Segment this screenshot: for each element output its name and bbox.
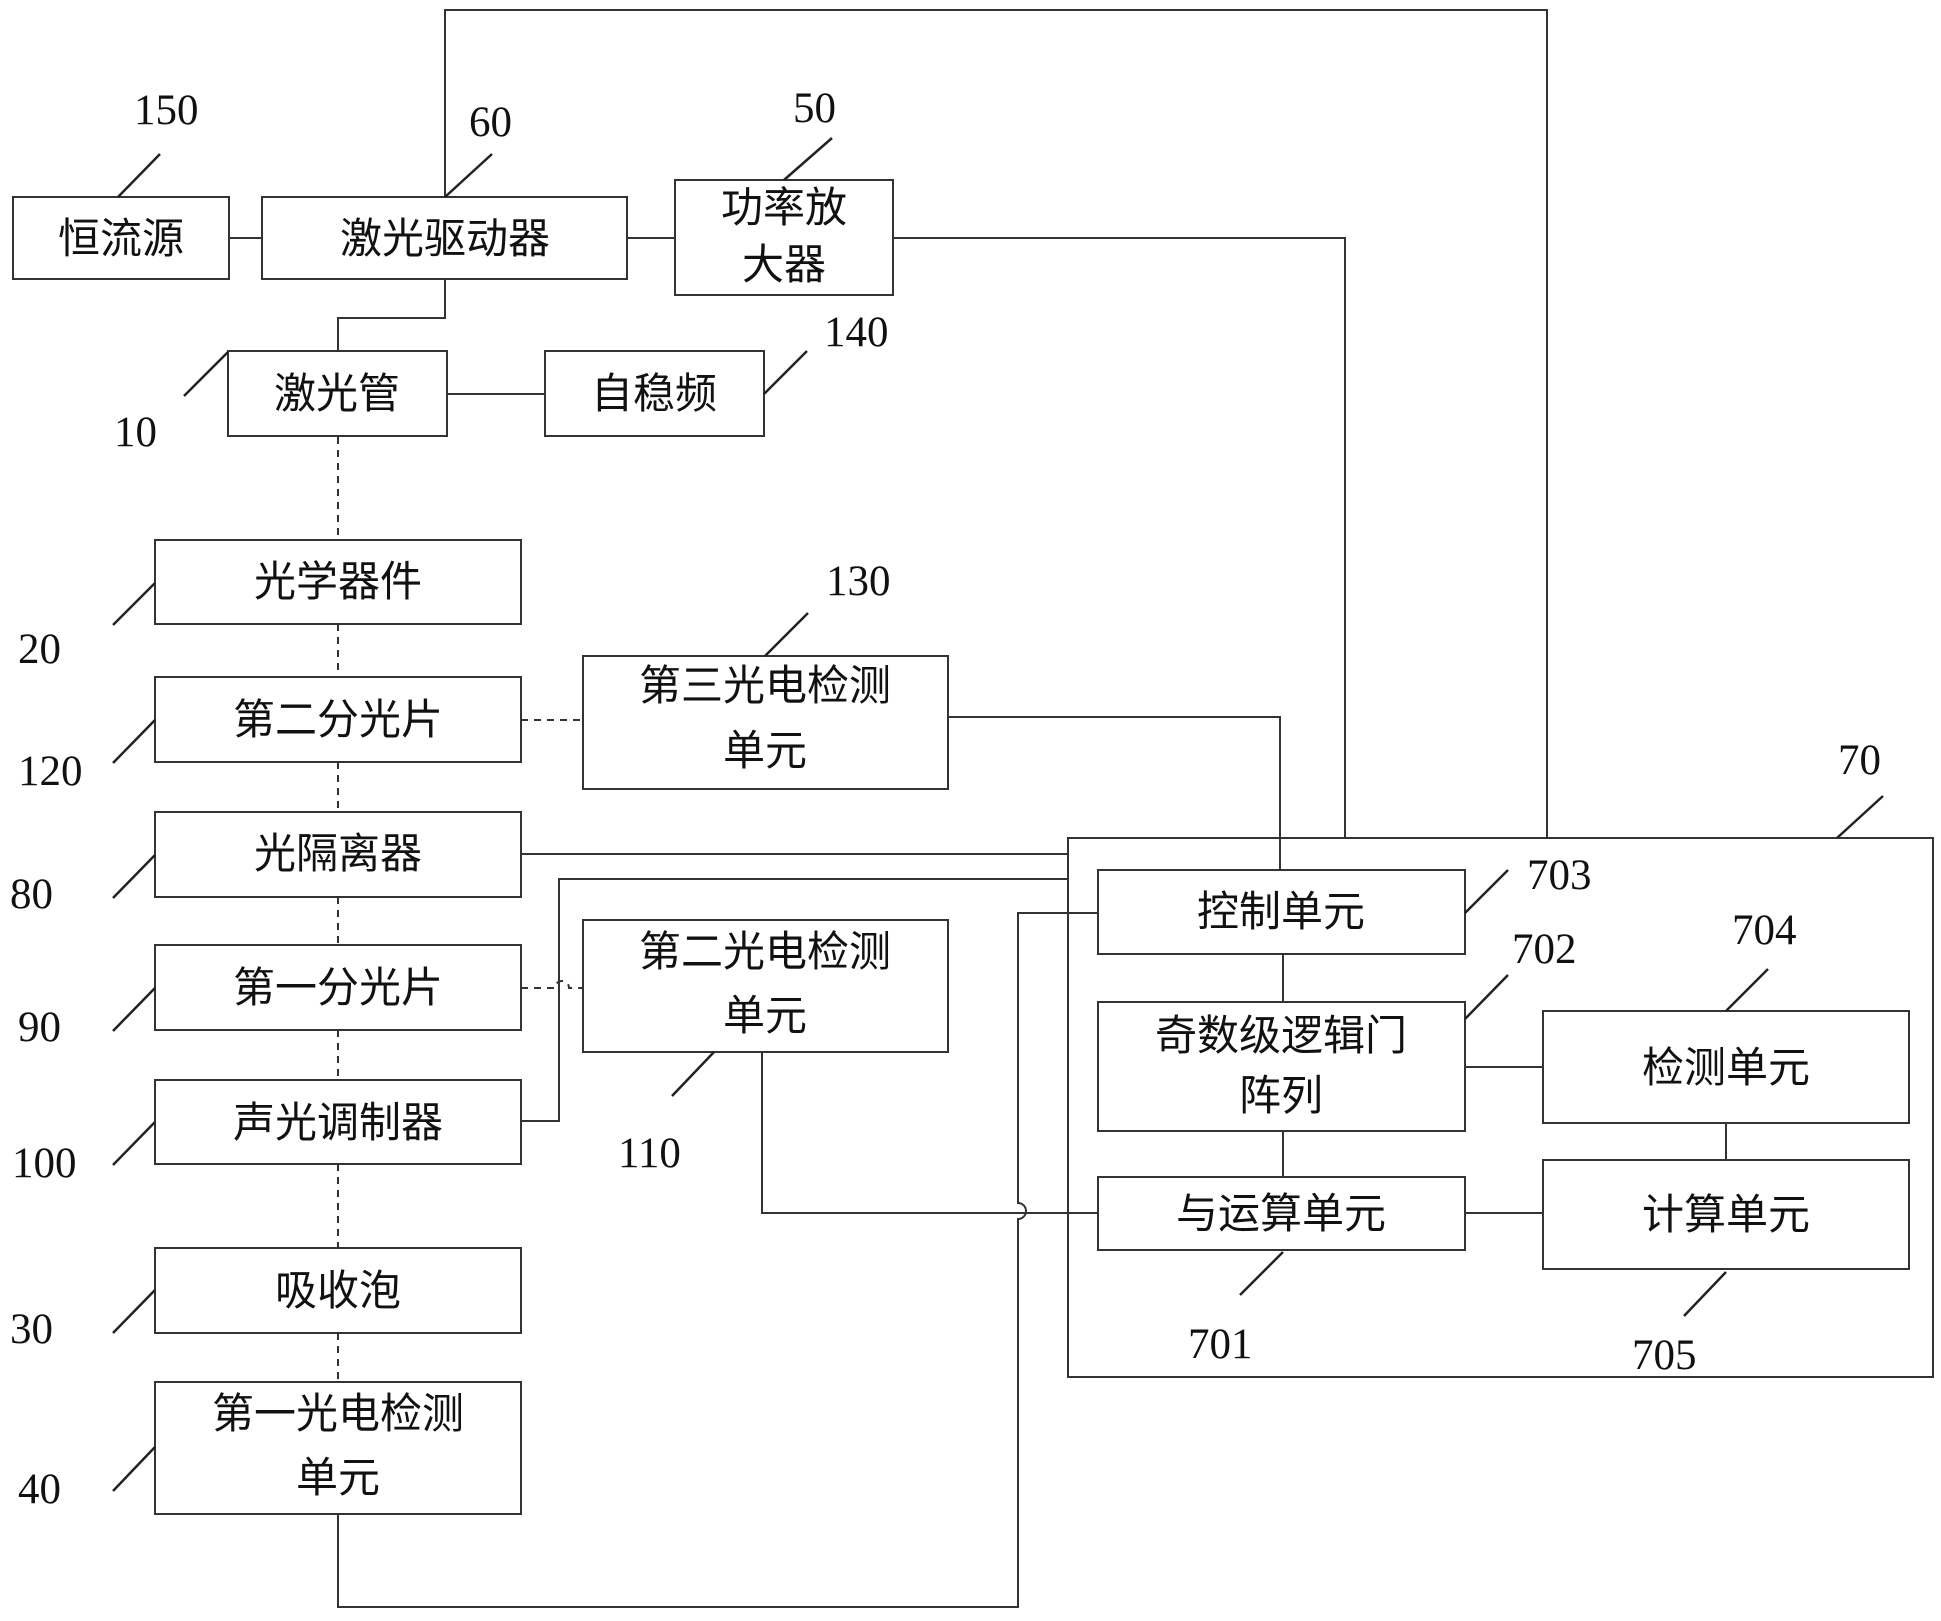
- block-first-photoelectric-detection-unit: 第一光电检测 单元: [155, 1382, 521, 1514]
- ref-number-703: 703: [1527, 852, 1592, 899]
- block-control-unit: 控制单元: [1098, 870, 1465, 954]
- leader-702: [1465, 975, 1508, 1019]
- block-label-line2: 单元: [723, 991, 807, 1040]
- block-label: 检测单元: [1642, 1043, 1810, 1092]
- block-label: 恒流源: [58, 214, 184, 263]
- block-label: 光学器件: [254, 557, 422, 606]
- block-odd-stage-logic-gate-array: 奇数级逻辑门 阵列: [1098, 1002, 1465, 1131]
- leader-110: [672, 1052, 714, 1096]
- ref-number-60: 60: [469, 99, 512, 146]
- leader-10: [184, 352, 228, 396]
- block-self-frequency-stabilization: 自稳频: [545, 351, 764, 436]
- block-absorption-cell: 吸收泡: [155, 1248, 521, 1333]
- block-label-line1: 功率放: [721, 183, 847, 232]
- ref-number-50: 50: [793, 85, 836, 132]
- block-label-line1: 第三光电检测: [639, 661, 891, 710]
- block-label-line2: 单元: [723, 726, 807, 775]
- leader-705: [1684, 1272, 1726, 1316]
- leader-50: [784, 138, 832, 180]
- block-label: 第二分光片: [233, 695, 443, 744]
- block-label: 激光驱动器: [340, 214, 550, 263]
- block-constant-current-source: 恒流源: [13, 197, 229, 279]
- ref-number-140: 140: [824, 309, 889, 356]
- ref-number-130: 130: [826, 558, 891, 605]
- ref-number-705: 705: [1632, 1332, 1697, 1379]
- block-label: 控制单元: [1197, 887, 1365, 936]
- block-acousto-optic-modulator: 声光调制器: [155, 1080, 521, 1164]
- block-label-line2: 单元: [296, 1453, 380, 1502]
- wire-third-detector-to-control: [945, 717, 1280, 870]
- leader-20: [113, 583, 155, 625]
- leader-80: [113, 855, 155, 898]
- block-laser-tube: 激光管: [228, 351, 447, 436]
- block-label: 第一分光片: [233, 963, 443, 1012]
- leader-100: [113, 1122, 155, 1165]
- block-second-photoelectric-detection-unit: 第二光电检测 单元: [583, 920, 948, 1052]
- leader-150: [118, 154, 160, 197]
- leader-704: [1726, 969, 1768, 1011]
- ref-number-702: 702: [1512, 926, 1577, 973]
- block-label-line2: 阵列: [1239, 1071, 1323, 1120]
- block-label: 光隔离器: [254, 829, 422, 878]
- leader-30: [113, 1290, 155, 1333]
- block-label: 计算单元: [1642, 1190, 1810, 1239]
- ref-number-80: 80: [10, 871, 53, 918]
- ref-number-704: 704: [1732, 907, 1797, 954]
- ref-number-701: 701: [1188, 1321, 1253, 1368]
- beam-splitter1-to-detector2: [521, 981, 583, 988]
- leader-90: [113, 988, 155, 1031]
- ref-number-150: 150: [134, 87, 199, 134]
- block-label: 声光调制器: [233, 1098, 443, 1147]
- block-label: 激光管: [274, 369, 400, 418]
- ref-number-120: 120: [18, 748, 83, 795]
- block-and-operation-unit: 与运算单元: [1098, 1177, 1465, 1250]
- block-power-amplifier: 功率放 大器: [675, 180, 893, 295]
- leader-701: [1240, 1252, 1283, 1295]
- leader-120: [113, 720, 155, 763]
- wire-amplifier-to-control: [893, 238, 1345, 838]
- block-label-line1: 奇数级逻辑门: [1155, 1011, 1407, 1060]
- block-label: 与运算单元: [1176, 1189, 1386, 1238]
- block-third-photoelectric-detection-unit: 第三光电检测 单元: [583, 656, 948, 789]
- ref-number-10: 10: [114, 409, 157, 456]
- ref-number-90: 90: [18, 1004, 61, 1051]
- wire-second-detector-to-and-unit: [762, 1052, 1098, 1213]
- block-first-beam-splitter: 第一分光片: [155, 945, 521, 1030]
- leader-703: [1465, 870, 1508, 913]
- block-optical-device: 光学器件: [155, 540, 521, 624]
- block-calculation-unit: 计算单元: [1543, 1160, 1909, 1269]
- block-label: 自稳频: [591, 369, 717, 418]
- leader-70: [1837, 796, 1883, 838]
- ref-number-100: 100: [12, 1140, 77, 1187]
- ref-number-30: 30: [10, 1306, 53, 1353]
- ref-number-70: 70: [1838, 737, 1881, 784]
- leader-130: [765, 613, 808, 656]
- block-second-beam-splitter: 第二分光片: [155, 677, 521, 762]
- leader-40: [113, 1447, 155, 1491]
- block-optical-isolator: 光隔离器: [155, 812, 521, 897]
- wire-driver-to-laser: [338, 278, 445, 351]
- block-detection-unit: 检测单元: [1543, 1011, 1909, 1123]
- ref-number-20: 20: [18, 626, 61, 673]
- block-label-line1: 第一光电检测: [212, 1389, 464, 1438]
- block-laser-driver: 激光驱动器: [262, 197, 627, 279]
- block-label-line2: 大器: [742, 240, 826, 289]
- block-label: 吸收泡: [275, 1266, 401, 1315]
- ref-number-40: 40: [18, 1466, 61, 1513]
- leader-140: [764, 351, 807, 394]
- leader-60: [445, 154, 492, 197]
- block-label-line1: 第二光电检测: [639, 927, 891, 976]
- ref-number-110: 110: [618, 1130, 681, 1177]
